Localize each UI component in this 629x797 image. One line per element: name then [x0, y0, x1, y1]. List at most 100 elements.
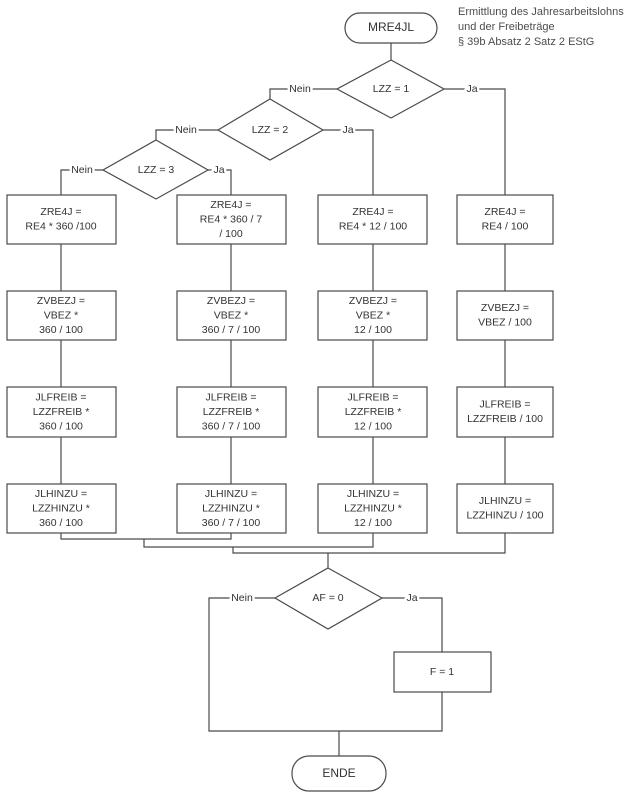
- process-box-text-line: JLHINZU =: [347, 488, 399, 500]
- branch-label-no: Nein: [289, 83, 311, 95]
- process-box-shape: [176, 483, 287, 534]
- connectors-bottom: [208, 597, 443, 756]
- process-box-text-line: 360 / 7 / 100: [202, 420, 261, 432]
- merge-line: [60, 533, 232, 540]
- process-box-text-line: / 100: [219, 228, 243, 240]
- process-box-zre4j-col-3: ZRE4J = RE4 * 12 / 100: [317, 194, 428, 245]
- process-box-text-line: VBEZ *: [356, 309, 390, 321]
- process-box-text-line: LZZFREIB / 100: [467, 413, 543, 425]
- process-box-jlfreib-col-3: JLFREIB = LZZFREIB * 12 / 100: [317, 386, 428, 438]
- process-box-text-line: JLHINZU =: [35, 488, 87, 500]
- process-box-shape: [176, 386, 287, 438]
- process-box-text-line: 360 / 100: [39, 517, 83, 529]
- connector-line: [60, 169, 103, 195]
- process-box-text-line: 12 / 100: [354, 420, 392, 432]
- process-box-jlhinzu-col-1: JLHINZU =LZZHINZU *360 / 100: [6, 483, 117, 534]
- process-box-text-line: JLFREIB =: [205, 391, 256, 403]
- process-box-text-line: LZZFREIB *: [33, 406, 90, 418]
- process-box-text-line: ZRE4J =: [352, 206, 393, 218]
- process-box-text-line: 12 / 100: [354, 324, 392, 336]
- process-box-f: F = 1: [393, 651, 492, 693]
- start-terminal: MRE4JL: [344, 12, 438, 44]
- branch-label-no: Nein: [71, 164, 93, 176]
- process-box-shape: [317, 483, 428, 534]
- process-box-jlfreib-col-4: JLFREIB = LZZFREIB / 100: [456, 386, 554, 438]
- process-box-zre4j-col-1: ZRE4J =RE4 * 360 /100: [6, 194, 117, 245]
- decision-label: AF = 0: [312, 592, 343, 604]
- merge-line: [143, 533, 374, 548]
- connector-line: [208, 169, 232, 195]
- process-box-zvbezj-col-2: ZVBEZJ =VBEZ *360 / 7 / 100: [176, 290, 287, 341]
- process-box-jlhinzu-col-2: JLHINZU =LZZHINZU *360 / 7 / 100: [176, 483, 287, 534]
- decision-label: LZZ = 1: [373, 83, 410, 95]
- process-box-shape: [6, 483, 117, 534]
- process-box-text-line: 360 / 100: [39, 420, 83, 432]
- process-box-text-line: JLFREIB =: [347, 391, 398, 403]
- process-box-jlhinzu-col-3: JLHINZU =LZZHINZU *12 / 100: [317, 483, 428, 534]
- decision-af: AF = 0 Nein Ja: [229, 567, 420, 630]
- process-box-shape: [317, 290, 428, 341]
- terminal-shape: [344, 12, 438, 44]
- process-box-text-line: ZVBEZJ =: [37, 295, 85, 307]
- process-box-text: F = 1: [430, 666, 454, 678]
- heading-line: § 39b Absatz 2 Satz 2 EStG: [458, 36, 594, 48]
- process-box-shape: [456, 194, 554, 245]
- process-box-text-line: 360 / 100: [39, 324, 83, 336]
- process-box-shape: [317, 194, 428, 245]
- decision-lzz3: LZZ = 3 Nein Ja: [69, 139, 227, 200]
- process-box-text-line: ZRE4J =: [484, 206, 525, 218]
- process-box-shape: [6, 290, 117, 341]
- process-box-text-line: 12 / 100: [354, 517, 392, 529]
- process-box-text-line: 360 / 7 / 100: [202, 517, 261, 529]
- heading-line: und der Freibeträge: [458, 21, 555, 33]
- process-box-shape: [176, 290, 287, 341]
- process-box-text-line: LZZHINZU / 100: [466, 510, 543, 522]
- branch-label-yes: Ja: [342, 124, 353, 136]
- process-box-jlfreib-col-2: JLFREIB = LZZFREIB * 360 / 7 / 100: [176, 386, 287, 438]
- decision-diamond: [273, 567, 384, 630]
- terminal-shape: [291, 755, 387, 792]
- connector-line: [323, 129, 374, 195]
- branch-label-no: Nein: [231, 592, 253, 604]
- process-box-zre4j-col-4: ZRE4J =RE4 / 100: [456, 194, 554, 245]
- merge-line: [232, 533, 506, 554]
- process-box-shape: [176, 194, 287, 245]
- connector-line: [269, 88, 337, 99]
- decision-diamond: [335, 59, 446, 119]
- process-box-zvbezj-col-3: ZVBEZJ = VBEZ * 12 / 100: [317, 290, 428, 341]
- process-box-text-line: ZRE4J =: [210, 199, 251, 211]
- process-box-zvbezj-col-1: ZVBEZJ = VBEZ * 360 / 100: [6, 290, 117, 341]
- connector-line: [155, 129, 218, 140]
- process-box-shape: [6, 386, 117, 438]
- heading-note: Ermittlung des Jahresarbeitslohns und de…: [458, 6, 624, 48]
- start-terminal-label: MRE4JL: [368, 20, 414, 34]
- branch-label-yes: Ja: [213, 164, 224, 176]
- process-box-text-line: JLFREIB =: [35, 391, 86, 403]
- decision-label: LZZ = 3: [138, 164, 175, 176]
- heading-line: Ermittlung des Jahresarbeitslohns: [458, 6, 624, 18]
- process-box-text-line: JLHINZU =: [479, 495, 531, 507]
- process-box-text-line: LZZFREIB *: [345, 406, 402, 418]
- process-box-text-line: JLFREIB =: [479, 399, 530, 411]
- process-box-shape: [456, 386, 554, 438]
- process-box-text-line: VBEZ *: [44, 309, 78, 321]
- decision-label: LZZ = 2: [252, 124, 289, 136]
- process-box-jlhinzu-col-4: JLHINZU = LZZHINZU / 100: [456, 483, 554, 534]
- process-box-shape: [317, 386, 428, 438]
- process-box-text-line: RE4 * 360 /100: [25, 221, 96, 233]
- process-box-text-line: LZZFREIB *: [203, 406, 260, 418]
- process-box-text-line: VBEZ / 100: [478, 317, 532, 329]
- process-box-text-line: LZZHINZU *: [202, 502, 260, 514]
- process-box-text-line: 360 / 7 / 100: [202, 324, 261, 336]
- process-box-text-line: ZVBEZJ =: [349, 295, 397, 307]
- process-box-text-line: RE4 * 12 / 100: [339, 221, 407, 233]
- process-box-zre4j-col-2: ZRE4J =RE4 * 360 / 7/ 100: [176, 194, 287, 245]
- branch-label-yes: Ja: [466, 83, 477, 95]
- process-box-shape: [393, 651, 492, 693]
- decision-diamond: [101, 139, 210, 200]
- process-box-zvbezj-col-4: ZVBEZJ =VBEZ / 100: [456, 290, 554, 341]
- decision-lzz2: LZZ = 2 Nein Ja: [173, 98, 356, 161]
- connectors-columns: [60, 244, 506, 568]
